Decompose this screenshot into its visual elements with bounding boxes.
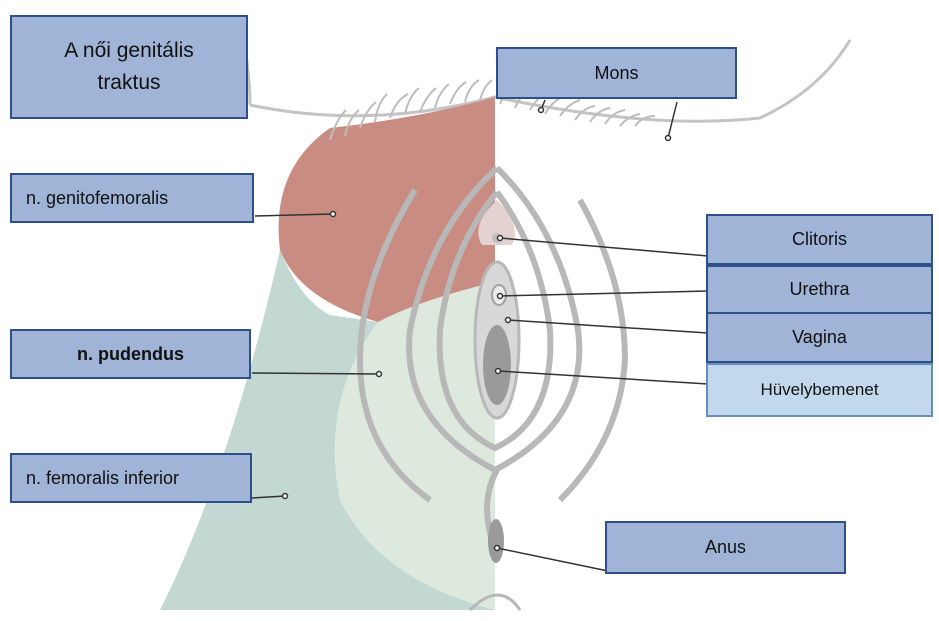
label-clitoris: Clitoris: [706, 214, 933, 265]
label-pudendus: n. pudendus: [10, 329, 251, 379]
label-mons: Mons: [496, 47, 737, 99]
vaginal-opening: [483, 325, 511, 405]
label-vagina: Vagina: [706, 312, 933, 363]
label-urethra: Urethra: [706, 265, 933, 314]
label-anus: Anus: [605, 521, 846, 574]
label-huvelybemenet: Hüvelybemenet: [706, 363, 933, 417]
diagram-title: A női genitális traktus: [10, 15, 248, 119]
label-genitofemoralis: n. genitofemoralis: [10, 173, 254, 223]
label-femoralis-inferior: n. femoralis inferior: [10, 453, 252, 503]
anus-shape: [488, 519, 504, 563]
